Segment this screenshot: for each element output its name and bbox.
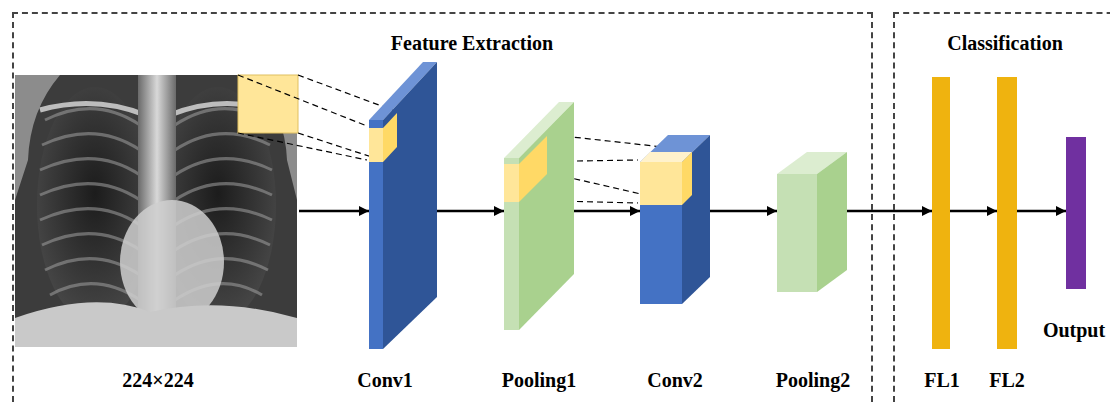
- conv-block-shape: [640, 135, 710, 304]
- pooling-block-shape: [504, 102, 574, 330]
- layer-label: 224×224: [122, 368, 193, 392]
- flow-arrow: [299, 210, 369, 213]
- fc-layer: FL2: [997, 77, 1017, 349]
- block-face: [519, 136, 547, 202]
- layer-label: FL2: [989, 368, 1025, 392]
- block-face: [682, 152, 692, 205]
- pooling-block-shape: [777, 152, 847, 292]
- output-layer: Output: [1066, 137, 1086, 289]
- layer-label: Output: [1043, 318, 1105, 342]
- region-title: Feature Extraction: [391, 31, 553, 55]
- block-face: [640, 162, 682, 304]
- block-face: [519, 102, 574, 330]
- block-face: [817, 152, 847, 292]
- flow-arrow: [950, 210, 997, 213]
- flow-arrow: [710, 210, 777, 213]
- block-face: [383, 113, 397, 162]
- flow-arrow: [437, 210, 504, 213]
- block-face: [777, 174, 817, 292]
- block-face: [369, 120, 383, 349]
- chest-xray: [15, 75, 297, 347]
- conv-block: Conv2: [640, 135, 710, 304]
- block-face: [504, 164, 519, 202]
- leader-lines: [238, 75, 690, 203]
- layer-label: Conv2: [647, 368, 703, 392]
- block-face: [640, 162, 682, 205]
- input-image: 224×224: [17, 77, 299, 349]
- region-title: Classification: [947, 31, 1063, 55]
- layer-label: Pooling1: [502, 368, 576, 392]
- receptive-field: [238, 75, 298, 133]
- block-face: [383, 62, 437, 349]
- flow-arrow: [574, 210, 640, 213]
- conv-block: Conv1: [369, 62, 437, 349]
- flow-arrow: [1017, 210, 1066, 213]
- block-face: [504, 158, 519, 330]
- block-face: [369, 128, 383, 162]
- fc-layer: FL1: [932, 77, 950, 349]
- flow-arrow: [847, 210, 932, 213]
- layer-label: FL1: [924, 368, 960, 392]
- layer-label: Conv1: [357, 368, 413, 392]
- region-box: ClassificationFL1FL2Output: [893, 12, 1110, 403]
- pooling-block: Pooling1: [504, 102, 574, 330]
- conv-block-shape: [369, 62, 437, 349]
- block-face: [682, 135, 710, 304]
- pooling-block: Pooling2: [777, 152, 847, 292]
- layer-label: Pooling2: [776, 368, 850, 392]
- region-box: Feature Extraction224×224Conv1Pooling1Co…: [12, 12, 873, 403]
